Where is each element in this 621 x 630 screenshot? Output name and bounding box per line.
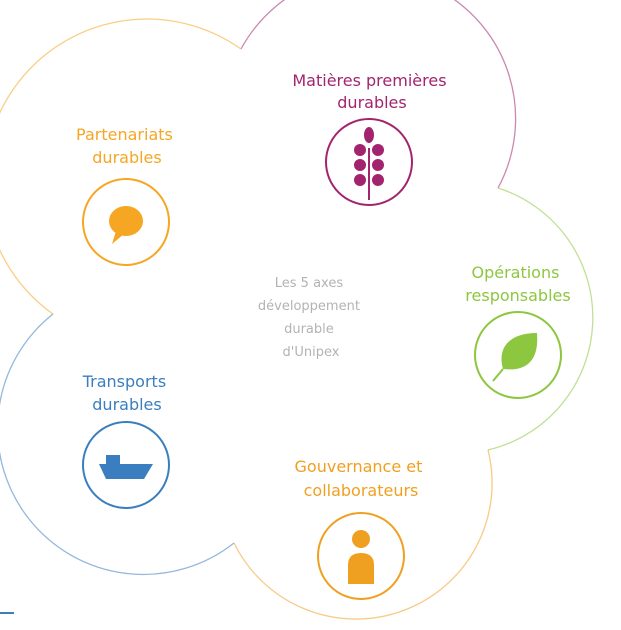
- axis-raw-materials-label: Matières premières durables: [292, 71, 451, 112]
- axis-raw-materials: Matières premières durables: [292, 71, 451, 206]
- speech-bubble-icon: [109, 206, 143, 244]
- axis-partnerships-icon-ring: [82, 178, 170, 266]
- leaf-icon: [492, 333, 538, 382]
- axis-transport: Transports durables: [82, 372, 172, 509]
- petal-outline-raw-materials: [240, 0, 517, 189]
- center-title: Les 5 axes développement durable d'Unipe…: [258, 276, 364, 360]
- axis-governance-icon-ring: [317, 512, 405, 600]
- axis-operations-icon-ring: [474, 311, 562, 399]
- axis-governance-label: Gouvernance et collaborateurs: [295, 457, 428, 500]
- wheat-icon: [354, 127, 384, 200]
- center-line: d'Unipex: [283, 345, 340, 360]
- axis-operations: Opérations responsables: [465, 263, 571, 399]
- axis-operations-label: Opérations responsables: [465, 263, 570, 305]
- petal-outlines: [0, 0, 594, 620]
- axis-raw-materials-icon-ring: [325, 118, 413, 206]
- axis-partnerships: Partenariats durables: [76, 125, 178, 266]
- petal-outline-governance: [233, 449, 493, 620]
- center-line: durable: [284, 322, 334, 337]
- axis-governance: Gouvernance et collaborateurs: [295, 457, 428, 600]
- axis-transport-icon-ring: [82, 421, 170, 509]
- petal-outline-operations: [487, 187, 594, 451]
- center-line: développement: [258, 299, 360, 314]
- petal-outline-partnerships: [0, 18, 242, 315]
- person-icon: [348, 530, 374, 584]
- axis-partnerships-label: Partenariats durables: [76, 125, 178, 167]
- axis-transport-label: Transports durables: [82, 372, 172, 414]
- ship-icon: [99, 455, 153, 479]
- petal-outline-transport: [0, 313, 235, 576]
- center-line: Les 5 axes: [275, 276, 344, 291]
